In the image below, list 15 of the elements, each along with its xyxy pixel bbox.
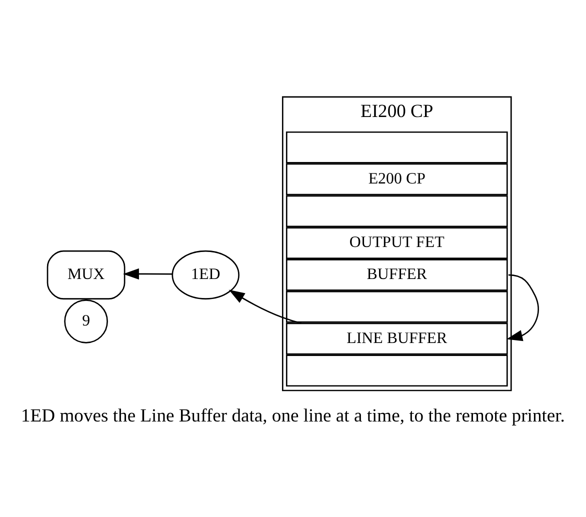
node-box: LINE BUFFER bbox=[286, 322, 508, 354]
node-circle: 9 bbox=[64, 299, 108, 343]
caption: 1ED moves the Line Buffer data, one line at a time, to the remote printer. bbox=[21, 404, 565, 426]
arrow bbox=[228, 289, 302, 324]
node-box bbox=[286, 290, 508, 322]
arrow bbox=[123, 268, 172, 280]
node-box: MUX bbox=[46, 250, 126, 300]
node-ellipse: 1ED bbox=[172, 250, 240, 300]
node-box bbox=[286, 130, 508, 163]
node-box: OUTPUT FET bbox=[286, 226, 508, 258]
node-box bbox=[286, 194, 508, 227]
node-box: E200 CP bbox=[286, 162, 508, 195]
node-box bbox=[286, 354, 508, 386]
arrow bbox=[506, 274, 539, 341]
node-box: BUFFER bbox=[286, 258, 508, 290]
